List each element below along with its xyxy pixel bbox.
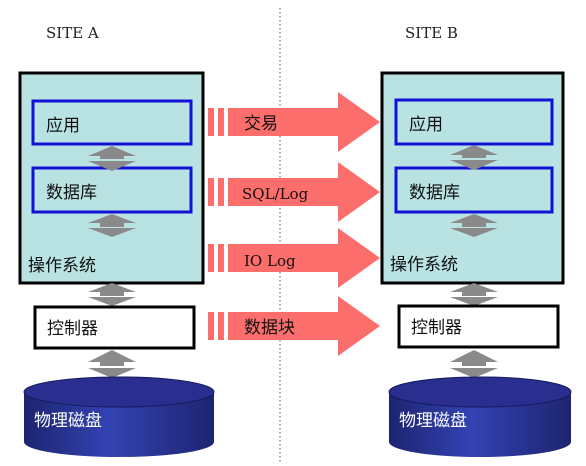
transfer-arrow-transaction: 交易 <box>208 92 380 152</box>
site-b-arrow-db-os <box>450 214 498 237</box>
transfer-arrow-data-block: 数据块 <box>208 296 380 356</box>
site-b-controller-label: 控制器 <box>411 318 462 338</box>
site-b-controller-box <box>397 304 560 349</box>
site-b-stack: 应用 数据库 操作系统 控制器 物理磁盘 <box>380 71 572 457</box>
site-b-os-label: 操作系统 <box>390 255 458 275</box>
site-b-arrow-ctrl-disk <box>450 350 498 378</box>
site-b-app-label: 应用 <box>409 115 443 135</box>
site-b-arrow-os-ctrl <box>450 283 498 306</box>
site-a-os-label: 操作系统 <box>28 256 96 276</box>
site-a-disk-label: 物理磁盘 <box>34 411 102 431</box>
site-b-app-box <box>394 98 554 146</box>
site-b-title: SITE B <box>405 24 458 42</box>
site-a-arrow-ctrl-disk <box>88 350 136 378</box>
site-a-controller-label: 控制器 <box>47 319 98 339</box>
site-b-disk: 物理磁盘 <box>388 376 572 457</box>
site-a-db-label: 数据库 <box>46 183 97 203</box>
transfer-label-transaction: 交易 <box>244 114 278 134</box>
site-a-app-label: 应用 <box>46 116 80 136</box>
site-a-arrow-app-db <box>88 146 136 171</box>
site-a-arrow-db-os <box>88 214 136 237</box>
site-a-controller-box <box>33 305 196 350</box>
site-a-title: SITE A <box>46 24 99 42</box>
site-a-app-box <box>31 99 193 146</box>
site-b-db-label: 数据库 <box>409 183 460 203</box>
transfer-label-io-log: IO Log <box>244 252 296 270</box>
site-b-disk-label: 物理磁盘 <box>399 411 467 431</box>
site-a-arrow-os-ctrl <box>88 283 136 306</box>
site-b-db-box <box>394 166 554 214</box>
transfer-label-data-block: 数据块 <box>244 318 295 338</box>
transfer-arrow-io-log: IO Log <box>208 228 380 288</box>
transfer-label-sql-log: SQL/Log <box>242 185 309 203</box>
site-b-arrow-app-db <box>450 145 498 170</box>
site-a-disk: 物理磁盘 <box>23 376 215 457</box>
site-a-stack: 应用 数据库 操作系统 控制器 物理磁盘 <box>18 71 215 457</box>
transfer-arrow-sql-log: SQL/Log <box>208 162 380 222</box>
